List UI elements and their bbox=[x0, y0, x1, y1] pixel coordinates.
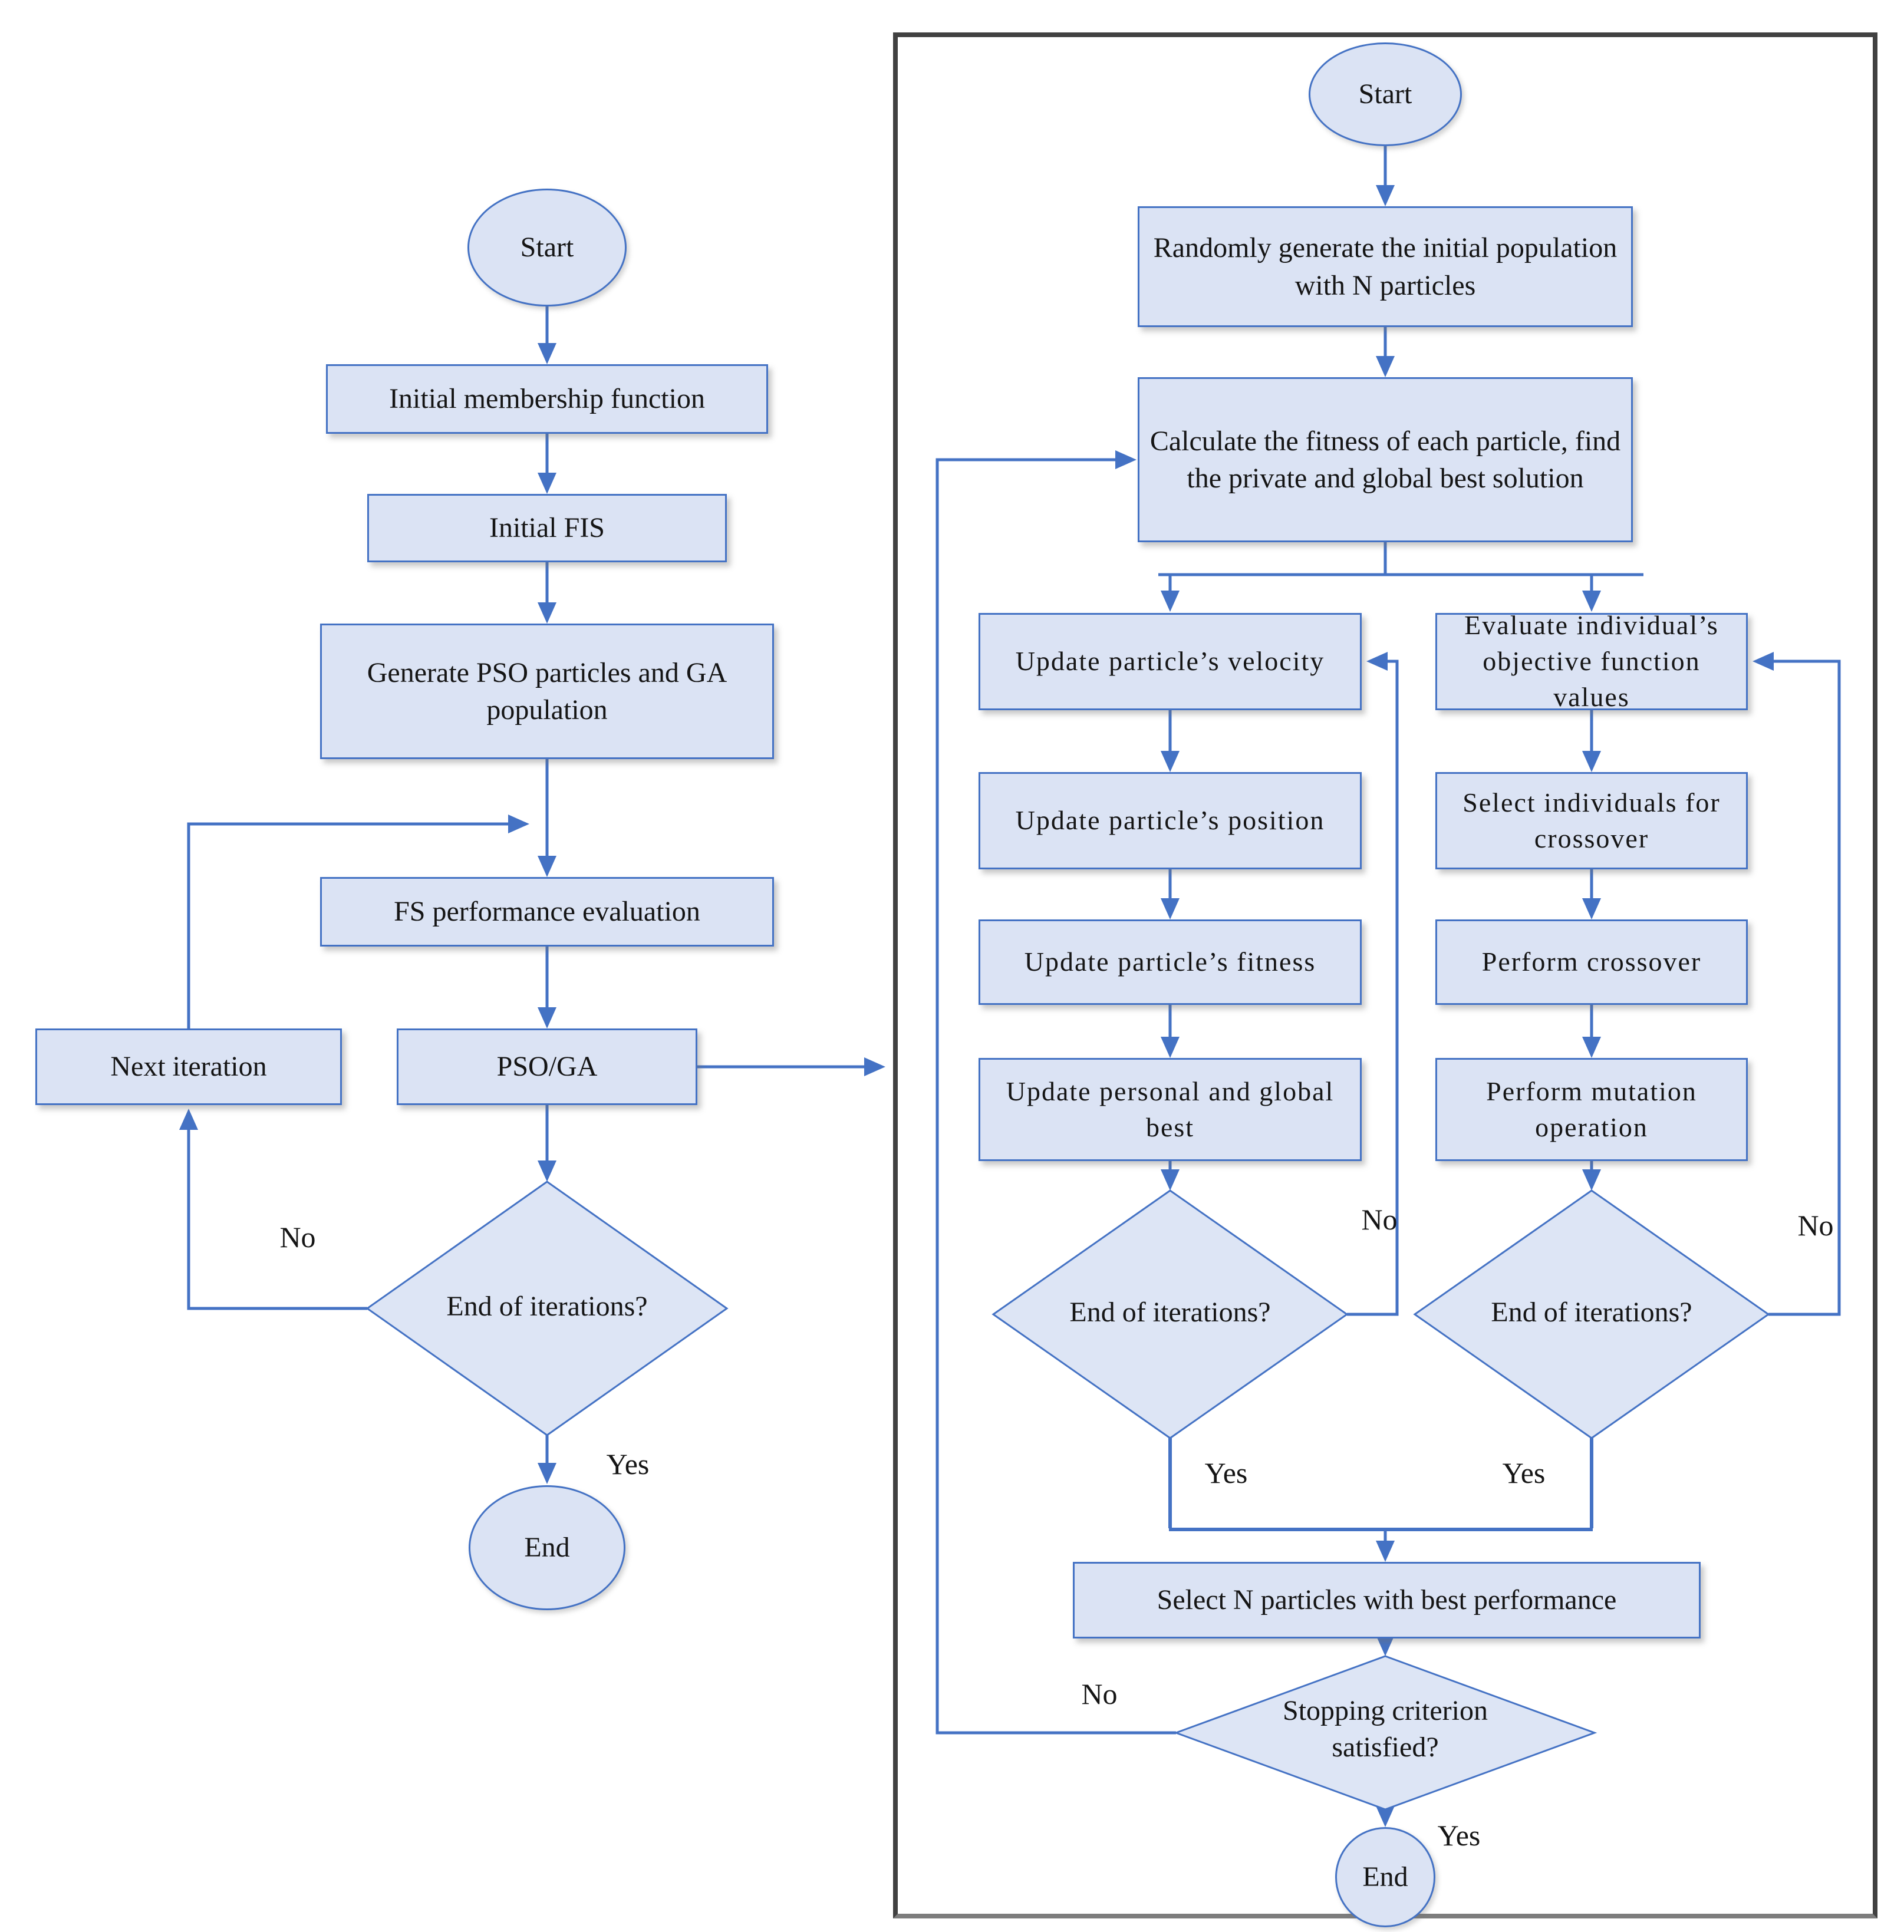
left-end-of-iterations-label: End of iterations? bbox=[446, 1291, 648, 1322]
left-end-of-iterations-diamond bbox=[365, 1181, 729, 1436]
evaluate-objective-label: Evaluate individual’s objective function… bbox=[1464, 610, 1719, 712]
ga-no-label: No bbox=[1797, 1209, 1834, 1242]
left-no-label: No bbox=[279, 1221, 316, 1254]
generate-pso-ga-label: Generate PSO particles and GA population bbox=[367, 657, 727, 726]
update-fitness-label: Update particle’s fitness bbox=[1024, 947, 1316, 977]
perform-mutation-step: Perform mutation operation bbox=[1435, 1058, 1748, 1161]
perform-crossover-step: Perform crossover bbox=[1435, 919, 1748, 1005]
ga-end-of-iterations-label: End of iterations? bbox=[1491, 1297, 1692, 1328]
initial-fis-label: Initial FIS bbox=[489, 512, 605, 544]
pso-no-label: No bbox=[1361, 1203, 1398, 1236]
pso-ga-step: PSO/GA bbox=[397, 1028, 697, 1105]
left-start-terminator: Start bbox=[467, 189, 627, 306]
update-velocity-step: Update particle’s velocity bbox=[979, 613, 1362, 710]
pso-no-loop-arrow bbox=[1347, 652, 1399, 1316]
right-end-terminator: End bbox=[1335, 1827, 1435, 1927]
next-iteration-return-arrow bbox=[187, 815, 529, 1028]
stopping-yes-label: Yes bbox=[1437, 1819, 1481, 1852]
random-generate-step: Randomly generate the initial population… bbox=[1138, 206, 1633, 327]
update-position-step: Update particle’s position bbox=[979, 772, 1362, 869]
perform-mutation-label: Perform mutation operation bbox=[1486, 1076, 1697, 1142]
random-generate-label: Randomly generate the initial population… bbox=[1153, 232, 1618, 301]
ga-yes-label: Yes bbox=[1502, 1456, 1546, 1489]
initial-membership-step: Initial membership function bbox=[326, 364, 768, 434]
left-start-label: Start bbox=[520, 232, 574, 263]
update-position-label: Update particle’s position bbox=[1015, 805, 1325, 836]
pso-ga-label: PSO/GA bbox=[496, 1051, 598, 1083]
no-loop-arrow bbox=[179, 1109, 367, 1310]
right-start-terminator: Start bbox=[1309, 42, 1462, 146]
stopping-criterion-diamond bbox=[1173, 1655, 1597, 1811]
select-n-particles-step: Select N particles with best performance bbox=[1073, 1562, 1701, 1638]
ga-no-loop-arrow bbox=[1753, 652, 1841, 1316]
left-flow-arrows bbox=[179, 306, 885, 1484]
left-end-terminator: End bbox=[469, 1485, 625, 1610]
initial-fis-step: Initial FIS bbox=[367, 494, 727, 562]
fs-performance-label: FS performance evaluation bbox=[394, 896, 700, 928]
stopping-no-loop-arrow bbox=[935, 450, 1176, 1735]
left-yes-label: Yes bbox=[606, 1448, 650, 1481]
calculate-fitness-step: Calculate the fitness of each particle, … bbox=[1138, 377, 1633, 542]
next-iteration-label: Next iteration bbox=[110, 1051, 267, 1083]
evaluate-objective-step: Evaluate individual’s objective function… bbox=[1435, 610, 1748, 712]
update-fitness-step: Update particle’s fitness bbox=[979, 919, 1362, 1005]
right-flow-arrows bbox=[935, 146, 1841, 1827]
pso-yes-label: Yes bbox=[1204, 1456, 1248, 1489]
update-personal-global-label: Update personal and global best bbox=[1006, 1076, 1335, 1142]
select-n-particles-label: Select N particles with best performance bbox=[1157, 1584, 1617, 1616]
update-velocity-label: Update particle’s velocity bbox=[1015, 646, 1325, 677]
pso-end-of-iterations-diamond bbox=[991, 1189, 1349, 1439]
pso-end-of-iterations-label: End of iterations? bbox=[1069, 1297, 1271, 1328]
stopping-criterion-label: Stopping criterion satisfied? bbox=[1283, 1695, 1488, 1763]
right-start-label: Start bbox=[1358, 78, 1412, 110]
fs-performance-step: FS performance evaluation bbox=[320, 877, 774, 947]
ga-end-of-iterations-diamond bbox=[1413, 1189, 1770, 1439]
select-crossover-label: Select individuals for crossover bbox=[1462, 787, 1721, 853]
left-end-label: End bbox=[524, 1532, 570, 1564]
initial-membership-label: Initial membership function bbox=[389, 383, 705, 415]
stopping-no-label: No bbox=[1081, 1677, 1118, 1710]
generate-pso-ga-step: Generate PSO particles and GA population bbox=[320, 624, 774, 759]
update-personal-global-step: Update personal and global best bbox=[979, 1058, 1362, 1161]
calculate-fitness-label: Calculate the fitness of each particle, … bbox=[1149, 425, 1621, 494]
select-crossover-step: Select individuals for crossover bbox=[1435, 772, 1748, 869]
decision-diamonds bbox=[365, 1181, 1770, 1811]
next-iteration-step: Next iteration bbox=[35, 1028, 342, 1105]
perform-crossover-label: Perform crossover bbox=[1481, 947, 1702, 977]
right-end-label: End bbox=[1362, 1861, 1408, 1893]
